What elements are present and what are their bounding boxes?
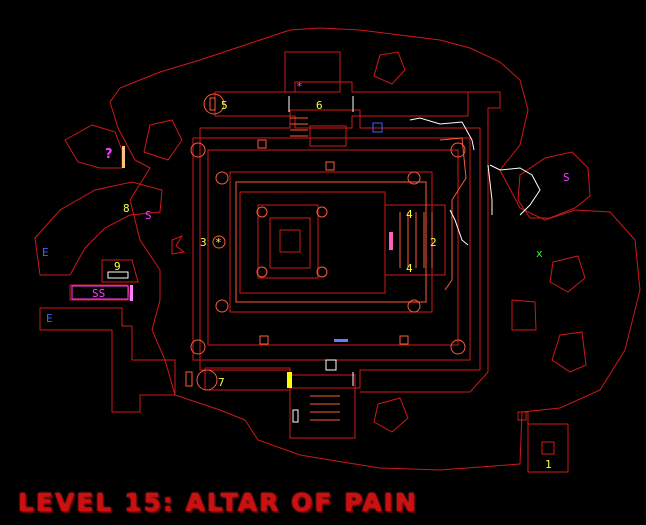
corner-pillar bbox=[450, 339, 466, 355]
altar-pillar bbox=[256, 266, 268, 278]
secret-label-s2: S bbox=[563, 171, 570, 184]
east-step-line bbox=[409, 117, 475, 151]
fortress-middle-ring bbox=[192, 137, 471, 361]
north-room-wall bbox=[284, 51, 341, 93]
south-stair-steps bbox=[310, 395, 340, 421]
pillar-block bbox=[259, 335, 269, 345]
north-inner-room bbox=[309, 125, 347, 147]
pillar-block bbox=[325, 161, 335, 171]
north-hall-wall bbox=[214, 81, 469, 129]
pillar-block bbox=[185, 371, 193, 387]
pink-door bbox=[389, 232, 393, 250]
blue-item-box bbox=[372, 122, 383, 133]
fortress-corridor-ring bbox=[207, 149, 459, 346]
room-label-9: 9 bbox=[114, 260, 121, 273]
item-label-e2: E bbox=[46, 312, 53, 325]
exit-room-wall bbox=[518, 411, 569, 473]
courtyard-pillar bbox=[407, 171, 421, 185]
yellow-door bbox=[287, 372, 292, 388]
peach-door bbox=[122, 146, 125, 168]
rock bbox=[551, 331, 587, 373]
rock bbox=[143, 119, 183, 161]
level-title: LEVEL 15: ALTAR OF PAIN bbox=[18, 488, 418, 517]
west-curved-passage bbox=[34, 181, 163, 276]
east-stair-steps bbox=[399, 212, 433, 268]
corner-pillar bbox=[450, 142, 466, 158]
north-hall-end bbox=[203, 93, 225, 115]
east-step-line bbox=[489, 164, 541, 216]
rock bbox=[373, 51, 406, 85]
room-label-7: 7 bbox=[218, 376, 225, 389]
southwest-corridor-wall bbox=[39, 307, 176, 413]
fortress-outer-ring bbox=[199, 109, 481, 389]
south-room-wall bbox=[289, 374, 356, 439]
secret-label-ss: SS bbox=[92, 287, 105, 300]
rock bbox=[549, 255, 586, 293]
east-passage bbox=[439, 137, 467, 291]
courtyard-pillar bbox=[407, 299, 421, 313]
marker-star-center: * bbox=[215, 236, 222, 249]
rock bbox=[511, 299, 537, 331]
pillar-block bbox=[257, 139, 267, 149]
altar-inner-wall bbox=[257, 204, 319, 279]
east-stair-block bbox=[384, 204, 446, 276]
secret-question-mark: ? bbox=[105, 147, 113, 162]
corner-pillar bbox=[190, 339, 206, 355]
pillar-block bbox=[209, 97, 216, 111]
rock bbox=[171, 234, 186, 255]
altar-platform-wall bbox=[239, 191, 386, 294]
room-label-8: 8 bbox=[123, 202, 130, 215]
room-label-4a: 4 bbox=[406, 208, 413, 221]
pillar-block bbox=[399, 335, 409, 345]
west-gate-marker bbox=[212, 235, 226, 249]
marker-star-north: * bbox=[296, 80, 303, 93]
room-label-4b: 4 bbox=[406, 262, 413, 275]
east-outer-wall bbox=[360, 91, 501, 393]
altar-pillar bbox=[316, 266, 328, 278]
outer-cave-wall bbox=[109, 27, 641, 471]
ss-door bbox=[130, 285, 133, 301]
courtyard-pillar bbox=[215, 299, 229, 313]
east-cave-wall bbox=[517, 151, 591, 219]
room-label-6: 6 bbox=[316, 99, 323, 112]
room-label-3: 3 bbox=[200, 236, 207, 249]
altar-step bbox=[269, 217, 311, 269]
altar bbox=[279, 229, 301, 253]
room-9-wall bbox=[101, 259, 139, 283]
secret-label-s1: S bbox=[145, 209, 152, 222]
courtyard-pillar bbox=[215, 171, 229, 185]
south-step-block bbox=[325, 359, 337, 371]
room-9-door bbox=[107, 271, 129, 279]
room-label-5: 5 bbox=[221, 99, 228, 112]
item-label-e1: E bbox=[42, 246, 49, 259]
inner-courtyard-wall bbox=[229, 171, 433, 313]
south-hall-end bbox=[196, 369, 218, 391]
rock bbox=[373, 397, 409, 433]
ss-secret-area bbox=[71, 285, 129, 300]
altar-pillar bbox=[316, 206, 328, 218]
blue-door bbox=[334, 339, 348, 342]
courtyard-inner-ring bbox=[235, 181, 427, 303]
altar-pillar bbox=[256, 206, 268, 218]
northwest-cave-wall bbox=[64, 124, 123, 169]
exit-room-pillar bbox=[517, 411, 527, 421]
south-door-frame bbox=[292, 409, 299, 423]
exit-room-pad bbox=[541, 441, 555, 455]
room-label-2: 2 bbox=[430, 236, 437, 249]
room-label-1: 1 bbox=[545, 458, 552, 471]
east-step-line bbox=[449, 209, 469, 246]
north-stair-steps bbox=[290, 117, 308, 137]
east-step-line bbox=[487, 164, 493, 215]
marker-x: x bbox=[536, 247, 543, 260]
corner-pillar bbox=[190, 142, 206, 158]
